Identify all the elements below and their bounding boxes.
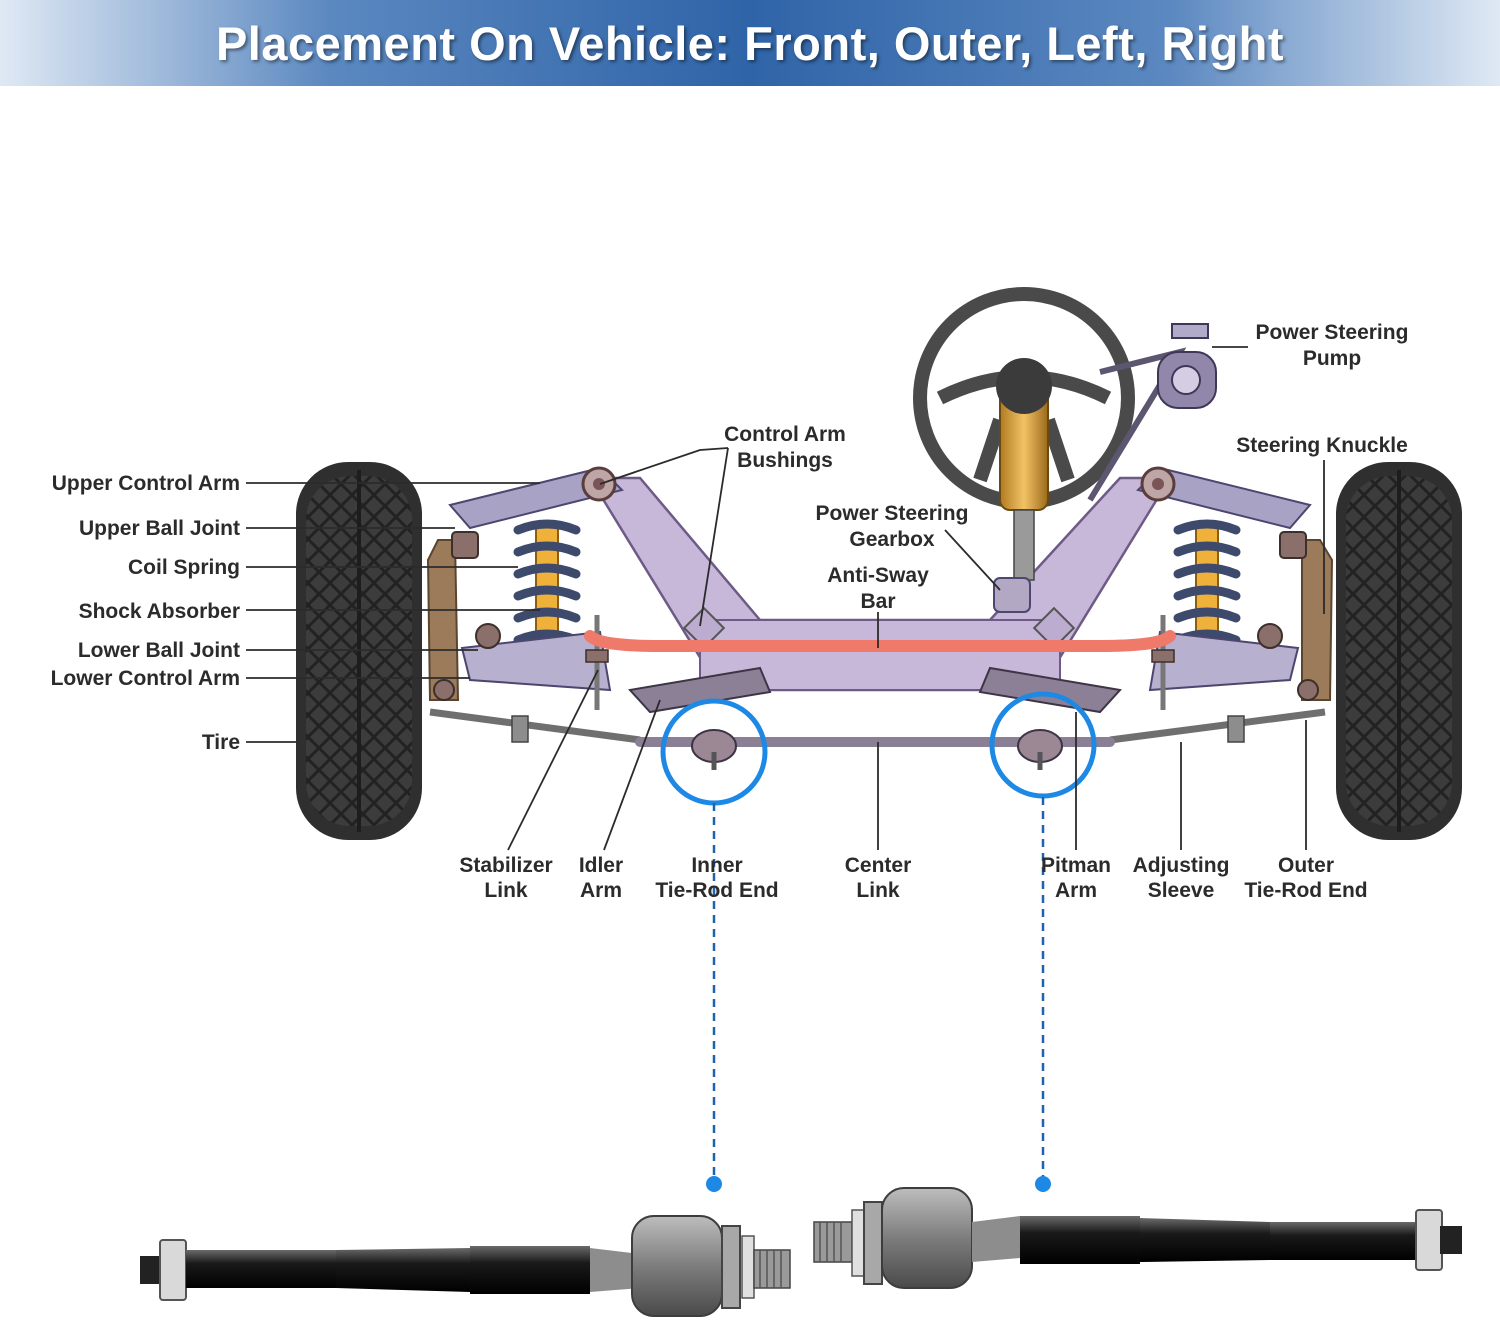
lower-ball-joint-left	[475, 623, 501, 649]
label-anti-sway-bar-2: Bar	[860, 590, 895, 613]
label-stabilizer-link-2: Link	[484, 879, 527, 902]
inner-tie-rod-product-right	[813, 1187, 1462, 1289]
frame-crossmember	[587, 476, 1173, 692]
highlight-circle-right	[989, 691, 1097, 799]
label-upper-control-arm: Upper Control Arm	[52, 472, 240, 495]
upper-control-arm-right	[1136, 466, 1312, 530]
label-anti-sway-bar-1: Anti-Sway	[827, 564, 929, 587]
steering-column	[996, 358, 1052, 581]
label-power-steering-gearbox-2: Gearbox	[849, 528, 935, 551]
pitman-arm	[978, 666, 1122, 714]
label-idler-arm-1: Idler	[579, 854, 623, 877]
label-outer-tie-rod-end-1: Outer	[1278, 854, 1334, 877]
inner-tie-rod-joint-right	[1017, 729, 1063, 770]
label-pitman-arm-2: Arm	[1055, 879, 1097, 902]
label-coil-spring: Coil Spring	[128, 556, 240, 579]
connector-dot-left	[706, 1176, 722, 1192]
coil-spring-right	[1173, 519, 1241, 653]
page-title: Placement On Vehicle: Front, Outer, Left…	[215, 16, 1285, 70]
tie-rod-right	[1109, 679, 1326, 744]
label-power-steering-pump-1: Power Steering	[1256, 321, 1409, 344]
lower-ball-joint-right	[1257, 623, 1283, 649]
stabilizer-link-right	[1151, 615, 1175, 710]
label-control-arm-bushings-2: Bushings	[737, 449, 833, 472]
label-inner-tie-rod-end-2: Tie-Rod End	[655, 879, 778, 902]
lower-control-arm-right	[1148, 630, 1300, 692]
label-center-link-2: Link	[856, 879, 899, 902]
label-pitman-arm-1: Pitman	[1041, 854, 1111, 877]
label-stabilizer-link-1: Stabilizer	[459, 854, 552, 877]
label-control-arm-bushings-1: Control Arm	[724, 423, 846, 446]
label-adjusting-sleeve-2: Sleeve	[1148, 879, 1215, 902]
anti-sway-bar	[584, 630, 1176, 652]
label-adjusting-sleeve-1: Adjusting	[1133, 854, 1230, 877]
label-lower-control-arm: Lower Control Arm	[51, 667, 240, 690]
upper-ball-joint-left	[451, 531, 479, 559]
label-power-steering-gearbox-1: Power Steering	[816, 502, 969, 525]
power-steering-gearbox	[993, 577, 1031, 613]
upper-ball-joint-right	[1279, 531, 1307, 559]
label-upper-ball-joint: Upper Ball Joint	[79, 517, 240, 540]
power-steering-pump	[1087, 323, 1217, 502]
title-banner: Placement On Vehicle: Front, Outer, Left…	[0, 0, 1500, 86]
tie-rod-left	[429, 679, 641, 744]
idler-arm	[628, 666, 772, 714]
label-lower-ball-joint: Lower Ball Joint	[78, 639, 240, 662]
tire-right	[1336, 462, 1462, 840]
label-power-steering-pump-2: Pump	[1303, 347, 1361, 370]
label-inner-tie-rod-end-1: Inner	[691, 854, 742, 877]
label-center-link-1: Center	[845, 854, 912, 877]
inner-tie-rod-product-left	[140, 1215, 791, 1317]
label-steering-knuckle: Steering Knuckle	[1236, 434, 1408, 457]
inner-tie-rod-joint-left	[691, 729, 737, 770]
label-shock-absorber: Shock Absorber	[79, 600, 240, 623]
upper-control-arm-left	[448, 466, 624, 530]
label-outer-tie-rod-end-2: Tie-Rod End	[1244, 879, 1367, 902]
leader-lines	[246, 346, 1325, 851]
lower-control-arm-left	[460, 630, 612, 692]
label-idler-arm-2: Arm	[580, 879, 622, 902]
connector-dot-right	[1035, 1176, 1051, 1192]
steering-knuckle-left	[426, 539, 460, 701]
tire-left	[296, 462, 422, 840]
steering-knuckle-right	[1301, 539, 1334, 701]
label-tire: Tire	[202, 731, 240, 754]
stabilizer-link-left	[585, 615, 609, 710]
coil-spring-left	[513, 519, 581, 653]
